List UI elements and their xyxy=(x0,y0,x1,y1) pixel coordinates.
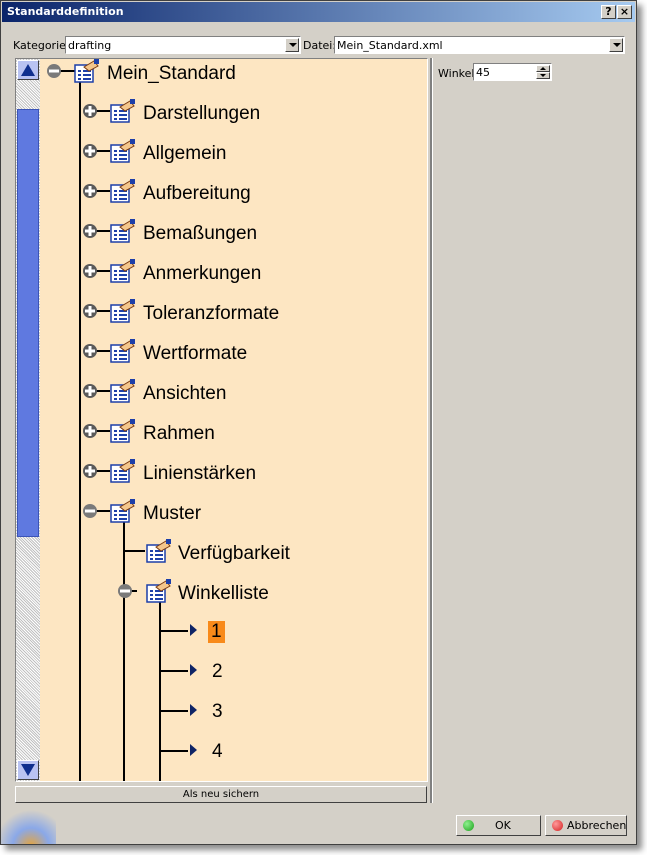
expand-icon[interactable] xyxy=(82,181,100,201)
standard-node-icon xyxy=(110,139,135,163)
tree-item-winkelliste[interactable]: Winkelliste xyxy=(178,583,269,604)
arrow-right-icon xyxy=(190,664,197,676)
collapse-icon[interactable] xyxy=(82,501,100,521)
expand-icon[interactable] xyxy=(82,221,100,241)
standard-node-icon xyxy=(110,179,135,203)
arrow-right-icon xyxy=(190,704,197,716)
vertical-scrollbar[interactable] xyxy=(16,59,40,781)
kategorie-label: Kategorie: xyxy=(13,39,70,52)
tree-item-label[interactable]: Linienstärken xyxy=(143,463,257,484)
spin-up-icon[interactable] xyxy=(536,65,550,72)
tree-item-label[interactable]: Darstellungen xyxy=(143,103,261,124)
datei-label: Datei: xyxy=(303,39,337,52)
scroll-down-button[interactable] xyxy=(17,760,39,780)
expand-icon[interactable] xyxy=(82,101,100,121)
collapse-icon[interactable] xyxy=(116,581,134,601)
kategorie-combobox[interactable]: drafting xyxy=(65,36,301,54)
tree-item-verfuegbarkeit[interactable]: Verfügbarkeit xyxy=(178,543,290,564)
datei-value: Mein_Standard.xml xyxy=(337,39,443,52)
winkel-value: 45 xyxy=(476,66,490,79)
ok-label: OK xyxy=(495,819,511,832)
winkel-value-selected[interactable]: 1 xyxy=(208,621,225,643)
tree-item-label[interactable]: Allgemein xyxy=(143,143,227,164)
tree-connector-lines xyxy=(60,70,188,781)
winkel-value-item[interactable]: 2 xyxy=(212,661,223,682)
expand-icon[interactable] xyxy=(82,261,100,281)
tree-item-label[interactable]: Muster xyxy=(143,503,202,524)
standard-node-icon xyxy=(110,259,135,283)
kategorie-value: drafting xyxy=(68,39,112,52)
help-button[interactable]: ? xyxy=(601,5,616,19)
winkelliste-node-icon xyxy=(146,579,171,603)
arrow-right-icon xyxy=(190,624,197,636)
cancel-button[interactable]: Abbrechen xyxy=(545,815,627,836)
standard-node-icon xyxy=(110,99,135,123)
expand-icon[interactable] xyxy=(82,421,100,441)
tree-item-label[interactable]: Aufbereitung xyxy=(143,183,251,204)
red-dot-icon xyxy=(552,820,563,831)
expand-icon[interactable] xyxy=(82,141,100,161)
tree-item-label[interactable]: Ansichten xyxy=(143,383,227,404)
winkel-value-item[interactable]: 3 xyxy=(212,701,223,722)
tree-item-label[interactable]: Wertformate xyxy=(143,343,248,364)
standard-node-icon xyxy=(110,339,135,363)
tree-item-label[interactable]: Bemaßungen xyxy=(143,223,258,244)
save-as-new-button[interactable]: Als neu sichern xyxy=(15,786,427,803)
green-dot-icon xyxy=(463,820,474,831)
title-bar[interactable]: Standarddefinition ? × xyxy=(2,2,635,22)
corner-logo xyxy=(1,806,56,844)
standard-node-icon xyxy=(110,219,135,243)
expand-icon[interactable] xyxy=(82,381,100,401)
tree-item-label[interactable]: Toleranzformate xyxy=(143,303,280,324)
spin-down-icon[interactable] xyxy=(536,72,550,79)
chevron-down-icon[interactable] xyxy=(285,38,299,52)
winkel-label: Winkel xyxy=(438,67,475,80)
winkel-value-item[interactable]: 4 xyxy=(212,741,223,762)
standard-node-icon xyxy=(110,419,135,443)
scroll-up-button[interactable] xyxy=(17,60,39,80)
window-title: Standarddefinition xyxy=(7,5,124,18)
standard-node-icon xyxy=(110,499,135,523)
tree-item-label[interactable]: Anmerkungen xyxy=(143,263,262,284)
standard-node-icon xyxy=(74,59,99,83)
datei-combobox[interactable]: Mein_Standard.xml xyxy=(334,36,625,54)
verfuegbarkeit-node-icon xyxy=(146,539,171,563)
cancel-label: Abbrechen xyxy=(567,819,627,832)
standard-node-icon xyxy=(110,299,135,323)
pane-divider[interactable] xyxy=(430,58,433,803)
chevron-down-icon[interactable] xyxy=(609,38,623,52)
standarddefinition-dialog: Standarddefinition ? × Kategorie: drafti… xyxy=(0,0,637,845)
expand-icon[interactable] xyxy=(82,301,100,321)
tree-root-label[interactable]: Mein_Standard xyxy=(107,63,236,84)
tree-item-label[interactable]: Rahmen xyxy=(143,423,215,444)
collapse-icon[interactable] xyxy=(46,61,64,81)
expand-icon[interactable] xyxy=(82,341,100,361)
winkel-spinner[interactable]: 45 xyxy=(473,63,552,81)
arrow-right-icon xyxy=(190,744,197,756)
close-button[interactable]: × xyxy=(617,5,632,19)
expand-icon[interactable] xyxy=(82,461,100,481)
standard-node-icon xyxy=(110,379,135,403)
ok-button[interactable]: OK xyxy=(456,815,541,836)
standard-node-icon xyxy=(110,459,135,483)
scroll-thumb[interactable] xyxy=(17,109,39,537)
